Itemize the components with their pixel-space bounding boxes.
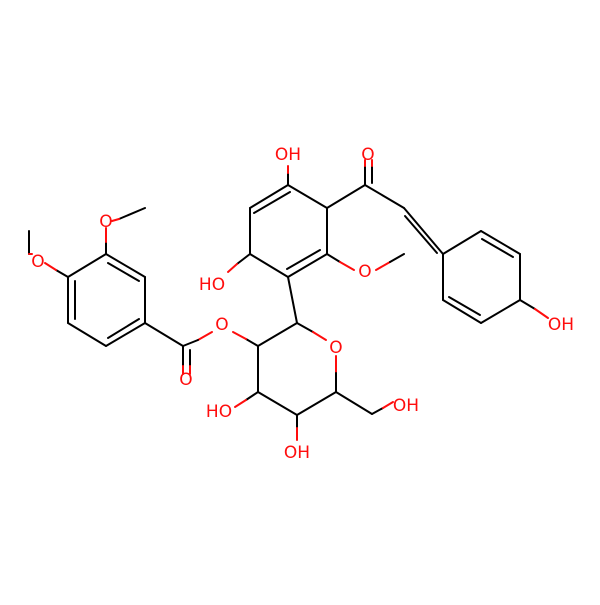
pyranone-oxygen-label: O xyxy=(358,262,371,282)
hydroxyl-7-label: HO xyxy=(199,275,225,295)
atom-labels: OH O HO O OH O O O HO OH OH O O xyxy=(31,145,574,463)
ester-carbonyl-oxygen-label: O xyxy=(179,370,192,390)
hydroxyl-5-label: OH xyxy=(275,145,301,165)
sugar-hydroxyl-4-label: OH xyxy=(284,443,310,463)
methoxy-3-oxygen-label: O xyxy=(99,212,112,232)
methoxy-4-oxygen-label: O xyxy=(31,252,44,272)
carbon-bonds xyxy=(28,184,521,416)
sugar-ring-oxygen-label: O xyxy=(329,338,342,358)
ester-oxygen-label: O xyxy=(215,315,228,335)
hydroxymethyl-label: OH xyxy=(393,396,419,416)
ketone-oxygen-label: O xyxy=(361,145,374,165)
sugar-hydroxyl-3-label: HO xyxy=(206,402,232,422)
phenol-hydroxyl-label: OH xyxy=(548,315,574,335)
heteroatom-bonds xyxy=(28,159,549,441)
